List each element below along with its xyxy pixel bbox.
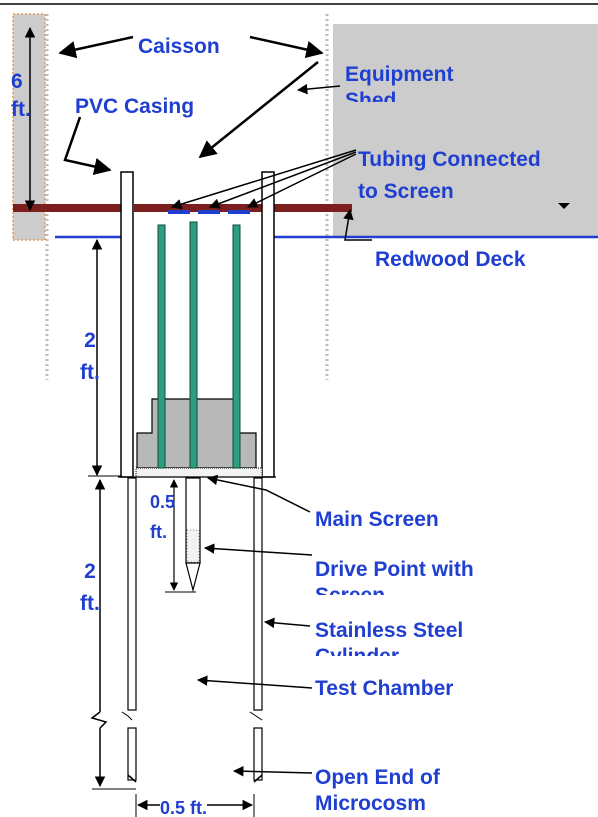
tube-2 [189,221,198,469]
redwood-deck-label: Redwood Deck [375,248,526,271]
arrow-tubing-3 [247,153,357,208]
tube-1 [157,224,166,469]
main-screen-label: Main Screen [315,508,439,531]
arrow-open-end [232,765,313,777]
arrow-tubing-2 [209,151,357,209]
drive-point-label: Drive Point with Screen [315,558,474,595]
tube-3 [232,224,241,469]
arrow-stainless [263,617,311,629]
redwood-deck-right [272,204,352,212]
stainless-label: Stainless Steel Cylinder [315,619,464,656]
arrow-caisson-right [249,35,324,59]
arrow-main-screen [206,474,311,513]
arrow-redwood-deck [343,208,372,241]
pvc-casing-label: PVC Casing [75,95,195,118]
arrow-tubing-1 [170,149,357,210]
test-chamber-label: Test Chamber [315,677,454,700]
shed-marker-icon [558,203,570,209]
half-ft-vertical-label: 0.5 ft. [150,492,176,542]
arrow-equipment [296,83,341,95]
arrow-pvc-casing [63,116,112,176]
main-screen [135,467,263,478]
half-ft-horizontal-label: 0.5 ft. [160,795,208,817]
arrow-test-chamber [196,675,313,689]
cylinder-wall-left [127,477,137,711]
open-end-label: Open End of Microcosm [315,766,440,815]
cylinder-end-right [253,727,263,781]
redwood-deck-mid [134,204,264,212]
cylinder-wall-right [253,477,263,711]
two-ft-upper-label: 2 ft. [80,329,100,384]
redwood-deck-left [13,204,121,212]
six-ft-label: 6 ft. [11,70,31,121]
two-ft-lower-label: 2 ft. [80,560,100,615]
cylinder-end-left [127,727,137,781]
pvc-casing-left [120,171,134,478]
arrow-drive-point [203,543,313,556]
tubing-label: Tubing Connected to Screen [358,148,541,203]
arrow-caisson-center [198,61,319,159]
equipment-shed-label: Equipment Shed [345,63,454,102]
equipment-shed-block [333,24,598,238]
arrow-caisson-left [58,35,134,59]
caisson-label: Caisson [138,35,220,58]
pvc-casing-right [261,171,275,478]
